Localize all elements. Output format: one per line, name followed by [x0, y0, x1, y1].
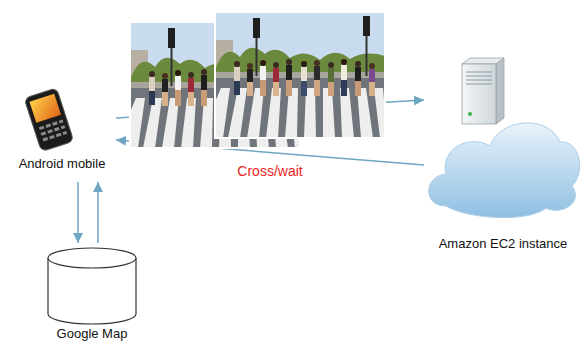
- phone-icon: [54, 127, 60, 131]
- cloud-shape: [429, 123, 580, 218]
- node-label: Google Map: [57, 326, 128, 342]
- server-icon: [466, 72, 492, 84]
- phone-icon: [45, 123, 51, 127]
- phone-icon: [61, 125, 66, 129]
- arrow-connector: [97, 182, 99, 243]
- phone-icon: [39, 126, 45, 130]
- phone-icon: [39, 119, 67, 141]
- phone-icon: [59, 119, 64, 123]
- phone-icon: [41, 131, 47, 135]
- database-cylinder: [48, 248, 136, 268]
- server-icon: [496, 58, 504, 124]
- phone-icon: [29, 94, 61, 123]
- phone-icon: [24, 88, 74, 152]
- server-icon: [466, 80, 492, 81]
- node-label: Android mobile: [19, 156, 106, 172]
- server-icon: [466, 76, 492, 77]
- database-cylinder: [48, 248, 136, 324]
- cloud-shape: [429, 123, 580, 218]
- phone-icon: [24, 88, 74, 152]
- node-label: Amazon EC2 instance: [439, 236, 568, 252]
- database-node: Google Map: [40, 243, 144, 344]
- server-icon: [468, 112, 472, 116]
- arrow-connector: [77, 182, 79, 243]
- phone-icon: [62, 131, 67, 135]
- phone-node: Android mobile: [8, 86, 116, 182]
- server-icon: [466, 84, 492, 85]
- server-node: Amazon EC2 instance: [424, 62, 582, 252]
- server-icon: [462, 64, 496, 124]
- edge-label: Cross/wait: [234, 162, 305, 179]
- phone-icon: [56, 133, 62, 137]
- phone-icon: [49, 135, 55, 139]
- crosswalk-photo: [215, 12, 385, 138]
- phone-icon: [47, 129, 53, 133]
- server-icon: [462, 58, 504, 124]
- phone-icon: [42, 137, 48, 141]
- server-icon: [466, 72, 492, 73]
- phone-icon: [52, 121, 58, 125]
